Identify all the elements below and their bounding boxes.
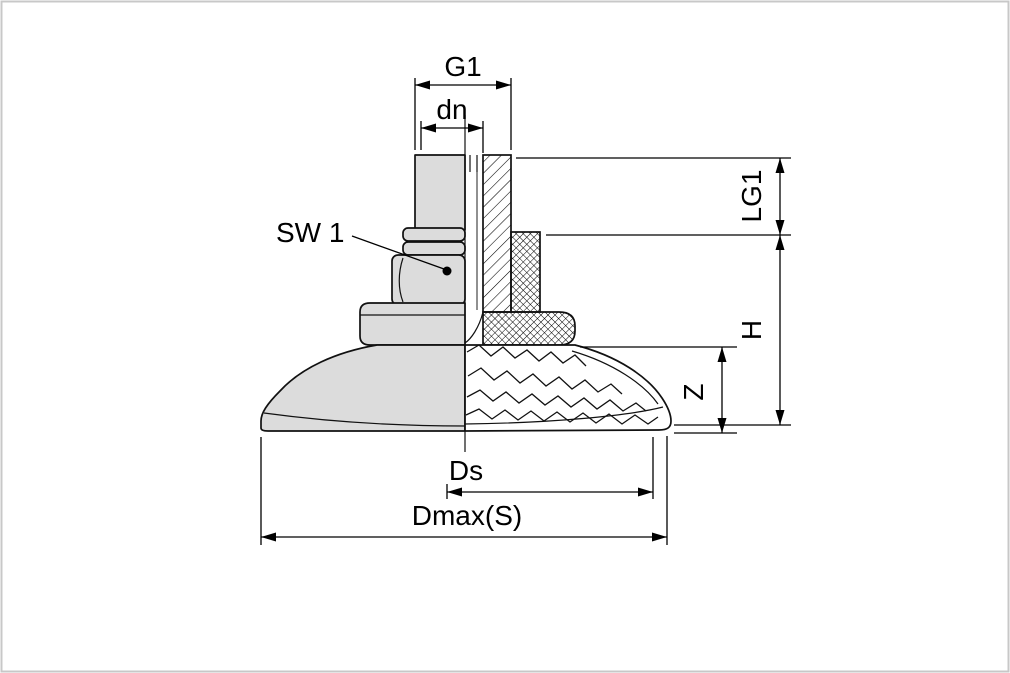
dimension-dn: dn	[420, 94, 484, 153]
dimension-h: H	[674, 235, 791, 426]
fitting-hex-nut	[391, 254, 466, 306]
dim-label-dmax: Dmax(S)	[412, 500, 522, 531]
dim-label-z: Z	[678, 383, 709, 400]
cup-bell-left	[260, 344, 466, 432]
cup-flange-left	[359, 302, 466, 346]
dimension-z: Z	[580, 346, 737, 434]
dimension-ds: Ds	[446, 437, 654, 499]
dim-label-ds: Ds	[449, 455, 483, 486]
dim-label-h: H	[736, 320, 767, 340]
dim-label-g1: G1	[444, 51, 481, 82]
bell-inner-wall-line	[571, 350, 659, 405]
suction-cup-exterior-half	[260, 154, 466, 432]
dim-label-lg1: LG1	[736, 170, 767, 223]
dimension-lg1: LG1	[516, 157, 791, 236]
dim-label-dn: dn	[436, 94, 467, 125]
cup-rim-inner-right	[464, 406, 664, 425]
dim-label-sw1: SW 1	[276, 217, 344, 248]
bore-chamfer-lines	[469, 155, 478, 172]
elastomer-flange-section	[482, 311, 576, 346]
dimension-g1: G1	[414, 51, 512, 150]
leader-dot	[442, 266, 452, 276]
suction-cup-section-half	[464, 154, 672, 432]
cup-bell-right	[464, 344, 672, 432]
hex-facet-line	[398, 257, 404, 303]
fitting-section-hatched	[482, 154, 512, 313]
fitting-collar-ring-2	[402, 241, 466, 256]
elastomer-neck-section	[510, 231, 541, 313]
bell-texture-zigzags	[465, 344, 659, 425]
cup-rim-inner-left	[263, 412, 466, 427]
dimension-dmax: Dmax(S)	[260, 436, 668, 545]
callout-sw1: SW 1	[276, 217, 452, 276]
throat-contour-line	[464, 311, 484, 344]
fitting-collar-ring-1	[402, 227, 466, 242]
fitting-thread-stem	[414, 154, 466, 231]
